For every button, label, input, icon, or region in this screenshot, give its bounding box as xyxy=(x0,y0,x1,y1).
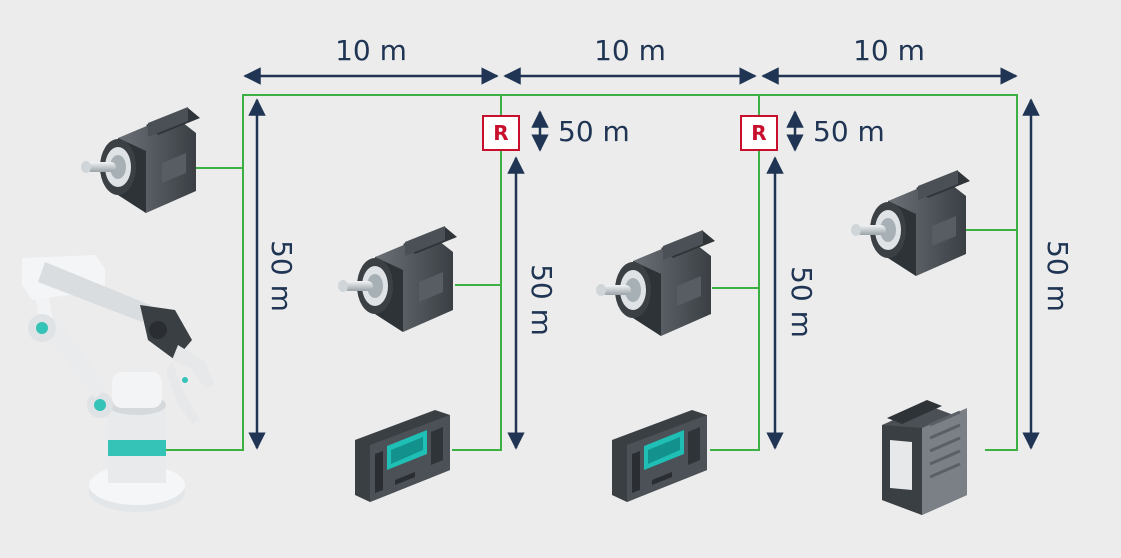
servo-motor-icon xyxy=(851,170,970,276)
drop-length-label-4: 50 m xyxy=(1041,240,1074,312)
fieldbus-cable xyxy=(165,94,1018,451)
servo-motor-icon xyxy=(596,230,715,336)
drive-display-icon xyxy=(355,410,450,502)
drive-display-icon xyxy=(612,410,707,502)
repeater-2: R xyxy=(740,115,778,151)
repeater-1: R xyxy=(482,115,520,151)
drop-length-label-2: 50 m xyxy=(525,264,558,336)
drop-length-label-3: 50 m xyxy=(785,266,818,338)
io-module-icon xyxy=(880,398,969,517)
drop-length-label-1: 50 m xyxy=(265,240,298,312)
segment-length-label-2: 10 m xyxy=(594,34,666,67)
repeater-2-label: R xyxy=(751,121,766,145)
repeater-spacing-label-2: 50 m xyxy=(813,115,885,148)
repeater-1-label: R xyxy=(493,121,508,145)
segment-length-label-3: 10 m xyxy=(853,34,925,67)
drop-length-arrows xyxy=(248,98,1040,450)
servo-motor-icon xyxy=(338,226,457,332)
segment-length-label-1: 10 m xyxy=(335,34,407,67)
repeater-spacing-label-1: 50 m xyxy=(558,115,630,148)
repeater-spacing-arrows xyxy=(531,110,804,152)
robot-arm-icon xyxy=(22,255,215,512)
servo-motor-icon xyxy=(81,107,200,213)
